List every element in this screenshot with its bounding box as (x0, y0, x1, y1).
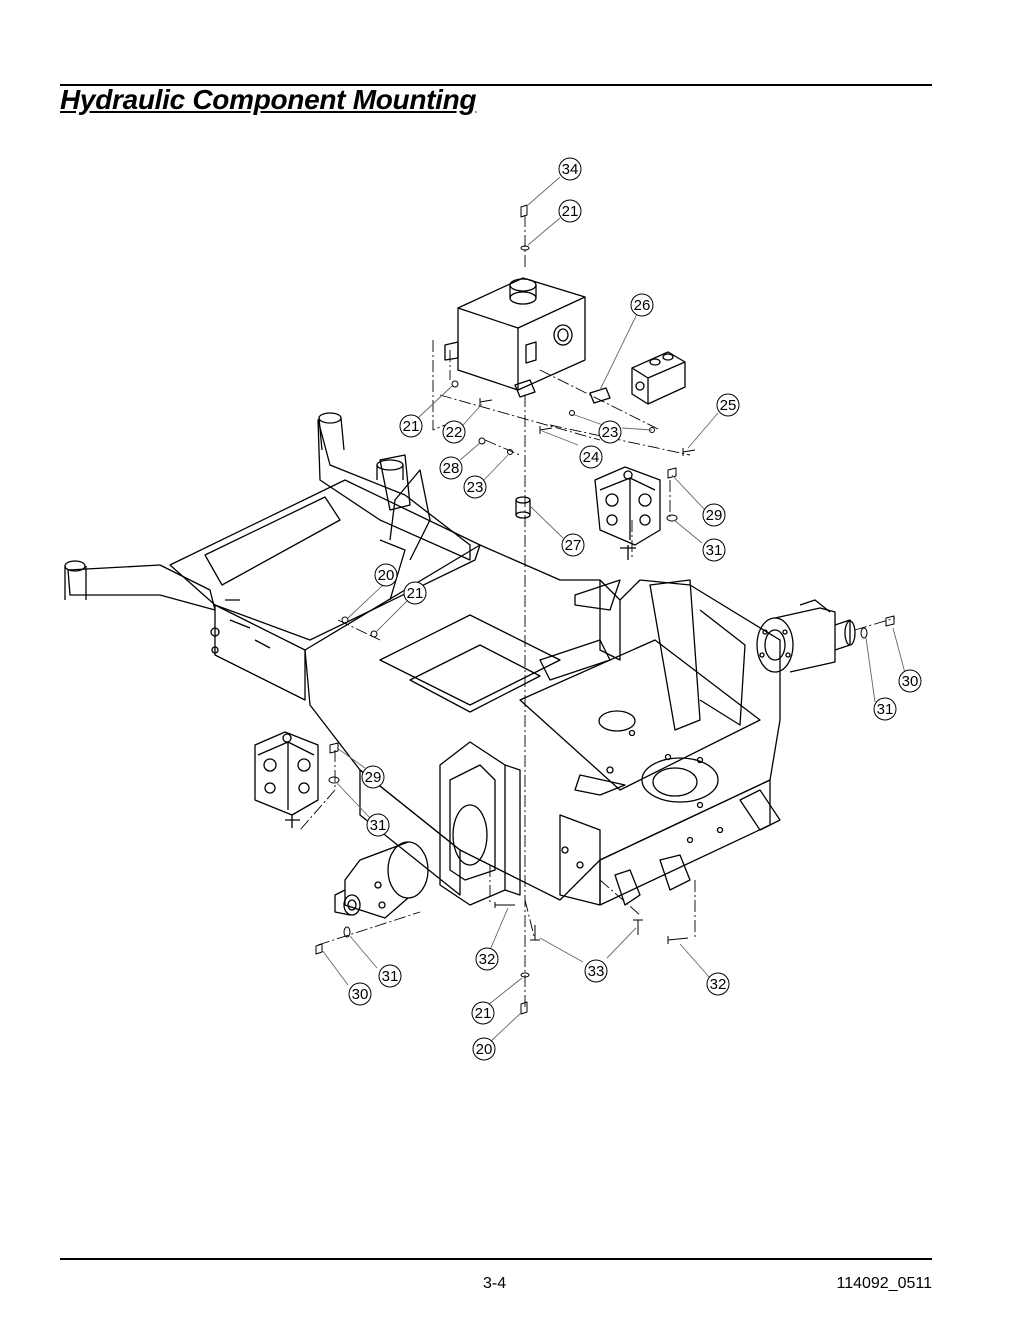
callout-balloon: 32 (475, 947, 499, 971)
svg-text:31: 31 (706, 542, 723, 559)
callout-balloon: 29 (702, 503, 726, 527)
callout-balloon: 21 (403, 581, 427, 605)
hydraulic-pump-right (594, 466, 661, 560)
callout-balloon: 30 (898, 669, 922, 693)
svg-text:32: 32 (710, 976, 727, 993)
svg-text:33: 33 (588, 963, 605, 980)
svg-text:34: 34 (562, 161, 579, 178)
callout-balloon: 31 (873, 697, 897, 721)
svg-text:26: 26 (634, 297, 651, 314)
document-code: 114092_0511 (836, 1275, 932, 1292)
rubber-isolator (515, 496, 531, 519)
callout-balloon: 31 (378, 964, 402, 988)
frame-front-crossmember (169, 469, 481, 701)
callout-balloon: 29 (361, 765, 385, 789)
callout-balloon: 30 (348, 982, 372, 1006)
svg-text:31: 31 (877, 701, 894, 718)
callout-balloon: 27 (561, 533, 585, 557)
wheel-motor-left (334, 841, 429, 919)
frame-rear-brackets (574, 579, 781, 906)
valve-block (589, 351, 686, 405)
page-number: 3-4 (483, 1275, 507, 1292)
svg-text:21: 21 (562, 203, 579, 220)
svg-text:31: 31 (370, 817, 387, 834)
svg-text:29: 29 (706, 507, 723, 524)
callout-balloon: 28 (439, 456, 463, 480)
callout-balloon: 21 (399, 414, 423, 438)
callout-balloon: 31 (366, 813, 390, 837)
svg-text:21: 21 (475, 1005, 492, 1022)
callout-balloon: 20 (374, 563, 398, 587)
callout-balloons: 34 21 26 25 21 22 23 28 23 24 29 27 31 2… (348, 157, 922, 1061)
callout-balloon: 22 (442, 420, 466, 444)
callout-balloon: 26 (630, 293, 654, 317)
footer-rule (60, 1258, 932, 1260)
callout-balloon: 21 (471, 1001, 495, 1025)
svg-text:23: 23 (602, 424, 619, 441)
svg-text:21: 21 (407, 585, 424, 602)
svg-text:22: 22 (446, 424, 463, 441)
svg-text:29: 29 (365, 769, 382, 786)
header-rule (60, 84, 932, 86)
callout-balloon: 31 (702, 538, 726, 562)
callout-balloon: 33 (584, 959, 608, 983)
svg-text:32: 32 (479, 951, 496, 968)
svg-text:31: 31 (382, 968, 399, 985)
callout-balloon: 32 (706, 972, 730, 996)
frame-chassis (304, 544, 781, 906)
svg-text:30: 30 (902, 673, 919, 690)
callout-balloon: 34 (558, 157, 582, 181)
callout-balloon: 20 (472, 1037, 496, 1061)
assembly-center-lines (299, 215, 896, 1010)
svg-text:25: 25 (720, 397, 737, 414)
callout-leaders (321, 176, 906, 1043)
callout-balloon: 25 (716, 393, 740, 417)
hydraulic-tank (444, 277, 586, 398)
callout-balloon: 24 (579, 445, 603, 469)
callout-balloon: 23 (463, 475, 487, 499)
callout-balloon: 21 (558, 199, 582, 223)
svg-text:27: 27 (565, 537, 582, 554)
svg-text:21: 21 (403, 418, 420, 435)
svg-text:28: 28 (443, 460, 460, 477)
page-title: Hydraulic Component Mounting (60, 84, 477, 115)
svg-text:20: 20 (476, 1041, 493, 1058)
svg-text:24: 24 (583, 449, 600, 466)
svg-text:23: 23 (467, 479, 484, 496)
svg-text:20: 20 (378, 567, 395, 584)
wheel-motor-right (756, 599, 856, 673)
hydraulic-pump-left (254, 731, 319, 828)
callout-balloon: 23 (598, 420, 622, 444)
frame-pump-mount-plate (439, 741, 521, 906)
svg-text:30: 30 (352, 986, 369, 1003)
